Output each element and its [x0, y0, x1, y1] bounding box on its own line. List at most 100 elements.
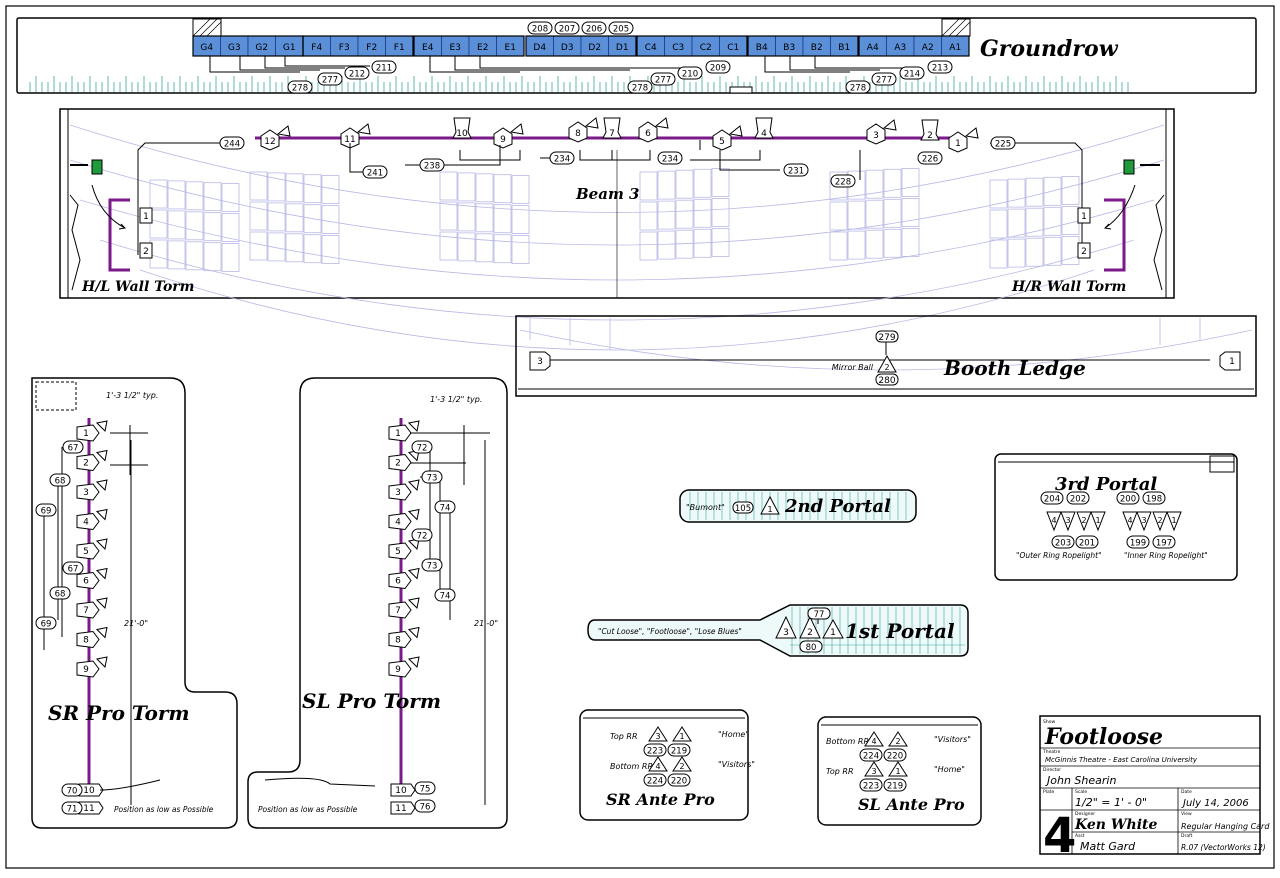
sr-unit: 1	[83, 429, 89, 439]
groundrow-top-channel: 206	[586, 25, 602, 35]
portal3-bottom-channel: 203	[1055, 539, 1071, 549]
portal2-quote: "Bumont"	[686, 503, 725, 512]
sr-channel: 68	[55, 477, 66, 487]
sl-low-note: Position as low as Possible	[258, 805, 358, 814]
portal1-panel: "Cut Loose", "Footloose", "Lose Blues" 3…	[587, 604, 969, 657]
sl-unit: 1	[395, 429, 401, 439]
tb-theatre-label: Theatre	[1042, 749, 1061, 755]
booth-left-unit: 3	[537, 357, 543, 367]
sr-channel: 67	[68, 565, 79, 575]
sr-unit: 7	[83, 606, 89, 616]
theatre: McGinnis Theatre - East Carolina Univers…	[1045, 756, 1198, 764]
beam3-unit: 9	[500, 135, 506, 145]
svg-text:1: 1	[1081, 212, 1087, 222]
groundrow-title: Groundrow	[980, 36, 1119, 62]
sr_ante-row1-quote: "Home"	[718, 730, 749, 739]
green-fixture-left	[91, 159, 103, 175]
svg-text:2: 2	[143, 247, 149, 257]
beam3-unit: 5	[719, 137, 725, 147]
sr-channel: 69	[41, 620, 52, 630]
svg-text:2: 2	[1081, 247, 1087, 257]
portal2-panel: "Bumont" 105 1 2nd Portal	[679, 489, 917, 523]
sr-unit: 5	[83, 547, 89, 557]
portal3-unit: 3	[1065, 516, 1070, 525]
beam3-unit: 8	[575, 129, 581, 139]
hl-wall-torm: 1 2 H/L Wall Torm	[69, 159, 195, 295]
sr_ante-row2-quote: "Visitors"	[718, 760, 755, 769]
sl-ante-title: SL Ante Pro	[858, 795, 965, 814]
sr-unit: 6	[83, 577, 89, 587]
sl-channel: 73	[427, 562, 438, 572]
sr_ante-channel: 224	[647, 777, 663, 787]
portal1-bottom-channel: 80	[806, 643, 817, 653]
groundrow-cell: E2	[477, 43, 488, 53]
groundrow-circuit: 210	[682, 70, 698, 80]
sl-channel: 73	[427, 474, 438, 484]
portal3-title: 3rd Portal	[1055, 474, 1157, 495]
mirror-ball-label: Mirror Ball	[832, 363, 874, 372]
groundrow-cell: A4	[867, 43, 879, 53]
beam3-channel: 225	[995, 140, 1011, 150]
beam3-wiring	[137, 140, 1083, 255]
groundrow-cell: E4	[422, 43, 434, 53]
groundrow-cell: B1	[838, 43, 850, 53]
booth-top-channel: 279	[878, 333, 895, 343]
beam3-channel: 234	[554, 155, 570, 165]
sr_ante-unit: 2	[679, 762, 684, 771]
hl-wall-torm-label: H/L Wall Torm	[81, 279, 195, 295]
beam3-channel: 234	[662, 155, 678, 165]
sl-low-unit: 11	[395, 804, 406, 814]
sl-height: 21'-0"	[474, 619, 498, 628]
groundrow-circuit: 277	[322, 76, 338, 86]
sr_ante-row1-label: Top RR	[610, 732, 638, 741]
sl-low-unit: 10	[395, 786, 407, 796]
groundrow-cell: A1	[949, 43, 961, 53]
groundrow-cell: G4	[200, 43, 213, 53]
beam3-channel: 228	[835, 178, 851, 188]
groundrow-cell: D1	[616, 43, 629, 53]
sl-pro-torm-title: SL Pro Torm	[302, 689, 441, 713]
sl_ante-channel: 223	[863, 782, 879, 792]
groundrow-circuit: 278	[850, 84, 866, 94]
sl-unit: 5	[395, 547, 401, 557]
tb-designer-label: Designer	[1075, 811, 1095, 817]
portal2-channel: 105	[735, 504, 751, 514]
groundrow-circuit: 278	[632, 84, 648, 94]
portal3-bottom-channel: 201	[1079, 539, 1095, 549]
groundrow-cell: B3	[783, 43, 795, 53]
mirror-unit: 2	[884, 363, 889, 372]
sl-unit: 7	[395, 606, 401, 616]
sl_ante-unit: 4	[871, 737, 876, 746]
groundrow-cell: F1	[394, 43, 405, 53]
seat-blocks	[149, 167, 1080, 273]
tb-draft-label: Draft	[1181, 833, 1193, 839]
sl-spacing: 1'-3 1/2" typ.	[430, 395, 482, 404]
portal2-unit: 1	[767, 505, 772, 514]
hr-wall-torm: 1 2 H/R Wall Torm	[1011, 159, 1165, 295]
beam3-unit: 3	[873, 131, 879, 141]
sl-unit: 6	[395, 577, 401, 587]
portal3-top-channel: 200	[1120, 495, 1136, 505]
tb-date-label: Date	[1181, 789, 1192, 795]
designer: Ken White	[1074, 817, 1158, 833]
portal3-unit: 1	[1171, 516, 1176, 525]
tb-show-label: Show	[1043, 719, 1055, 725]
sr-channel: 68	[55, 590, 66, 600]
sl_ante-row1-quote: "Visitors"	[934, 735, 971, 744]
sr-ante-title: SR Ante Pro	[606, 790, 715, 809]
beam3-unit: 7	[609, 129, 615, 139]
assistant: Matt Gard	[1080, 840, 1136, 853]
beam3-channel: 241	[367, 169, 383, 179]
tb-view-label: View	[1181, 811, 1192, 817]
tb-asst-label: Asst	[1075, 833, 1085, 839]
tb-plate-label: Plate	[1043, 789, 1054, 795]
portal3-unit: 1	[1095, 516, 1100, 525]
cyc-ticks	[29, 76, 1129, 92]
groundrow-circuit: 277	[655, 76, 671, 86]
